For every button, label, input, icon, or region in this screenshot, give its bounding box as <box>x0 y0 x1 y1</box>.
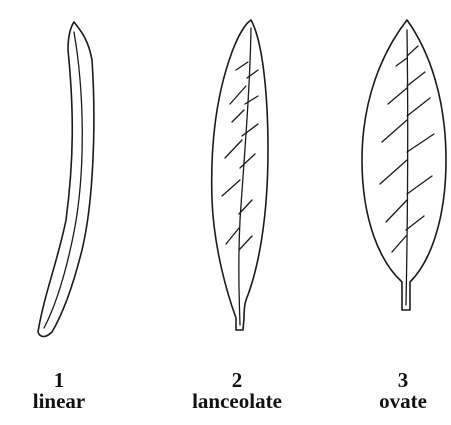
leaf-ovate-vein-3 <box>388 88 407 104</box>
leaf-lanceolate-vein-1 <box>236 62 248 70</box>
leaf-lanceolate-midrib <box>239 28 251 325</box>
caption-ovate: 3 ovate <box>343 370 451 412</box>
leaf-linear <box>38 22 94 337</box>
leaf-ovate-outline <box>362 20 446 310</box>
leaf-ovate-vein-8 <box>407 134 434 152</box>
leaf-lanceolate-vein-11 <box>226 228 239 244</box>
leaf-ovate-vein-11 <box>392 236 406 252</box>
leaf-ovate-vein-6 <box>407 98 430 116</box>
leaf-ovate-vein-10 <box>407 176 432 194</box>
leaf-lanceolate-vein-4 <box>232 110 244 122</box>
leaf-ovate-vein-5 <box>382 120 407 142</box>
leaf-linear-outline <box>38 22 94 337</box>
leaf-ovate-midrib <box>406 30 408 305</box>
leaf-lanceolate-vein-3 <box>247 70 258 78</box>
leaf-lanceolate-vein-9 <box>240 154 255 168</box>
caption-ovate-number: 3 <box>343 370 451 391</box>
leaf-lanceolate-vein-6 <box>225 140 242 158</box>
leaf-lanceolate-vein-2 <box>230 86 246 104</box>
leaf-lanceolate-vein-12 <box>239 236 252 250</box>
leaf-ovate-vein-2 <box>407 46 418 56</box>
leaf-ovate-vein-7 <box>380 160 407 184</box>
leaf-lanceolate-vein-8 <box>222 180 240 196</box>
leaf-ovate <box>362 20 446 310</box>
caption-linear: 1 linear <box>0 370 119 412</box>
leaf-lanceolate-outline <box>212 20 268 330</box>
leaf-ovate-vein-9 <box>386 200 407 222</box>
leaf-lanceolate-vein-7 <box>242 124 258 136</box>
leaf-lanceolate <box>212 20 268 330</box>
leaf-ovate-vein-1 <box>396 58 407 66</box>
caption-lanceolate-name: lanceolate <box>177 391 297 412</box>
caption-linear-name: linear <box>0 391 119 412</box>
caption-ovate-name: ovate <box>343 391 451 412</box>
caption-linear-number: 1 <box>0 370 119 391</box>
leaf-ovate-vein-4 <box>407 72 425 86</box>
caption-lanceolate-number: 2 <box>177 370 297 391</box>
caption-lanceolate: 2 lanceolate <box>177 370 297 412</box>
leaf-ovate-vein-12 <box>406 216 424 230</box>
leaf-lanceolate-vein-5 <box>245 96 258 104</box>
